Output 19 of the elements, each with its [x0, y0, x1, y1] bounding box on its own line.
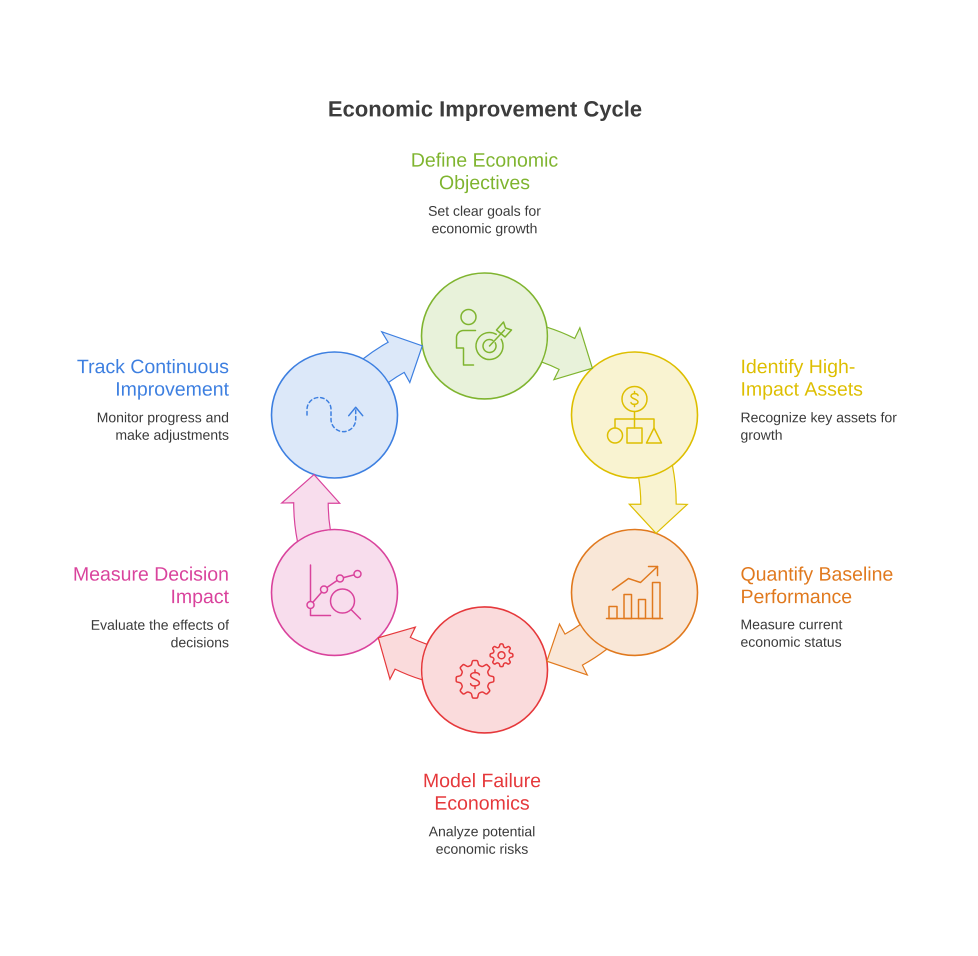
- step-heading: Model Failure Economics: [424, 772, 540, 810]
- step-description: Set clear goals for economic growth: [428, 206, 541, 236]
- arrow: [362, 331, 423, 384]
- step-heading: Define Economic Objectives: [412, 152, 558, 194]
- arrow: [378, 626, 428, 680]
- arrow: [541, 326, 593, 380]
- step-heading: Identify High-Impact Assets: [742, 358, 862, 400]
- arrow: [281, 474, 340, 542]
- step-description: Recognize key assets for growth: [741, 412, 897, 443]
- step-description: Evaluate the effects of decisions: [92, 620, 229, 648]
- step-description: Monitor progress and make adjustments: [98, 412, 228, 443]
- title: Economic Improvement Cycle: [329, 100, 642, 121]
- step-description: Analyze potential economic risks: [428, 826, 534, 854]
- step-heading: Quantify Baseline Performance: [741, 566, 892, 604]
- arrow: [628, 464, 688, 534]
- step-heading: Track Continuous Improvement: [77, 358, 229, 400]
- step-heading: Measure Decision Impact: [74, 566, 229, 608]
- step-description: Measure current economic status: [741, 620, 842, 647]
- arrow: [546, 623, 608, 676]
